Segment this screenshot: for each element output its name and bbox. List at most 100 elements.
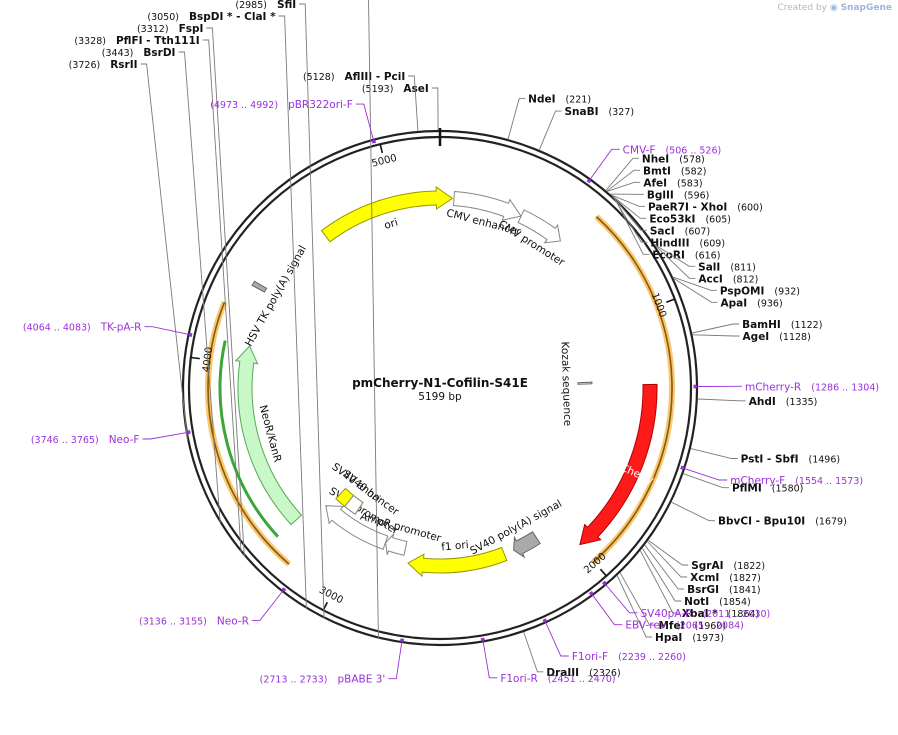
- primer-leader: [588, 148, 620, 182]
- site-bglii: BglII(596): [647, 189, 709, 201]
- site-name: FspI: [179, 23, 204, 35]
- primer-name: Neo-F: [109, 434, 140, 446]
- site-name: BamHI: [742, 319, 781, 331]
- site-leader-acci: [654, 244, 696, 279]
- tick-mark: [379, 144, 384, 154]
- primer-leader: [388, 640, 403, 680]
- site-leader-bspdi-clai: [278, 15, 307, 609]
- site-name: PstI - SbfI: [741, 453, 799, 465]
- site-name: SalI: [698, 261, 720, 273]
- site-afei: AfeI (583): [643, 177, 702, 189]
- site-hindiii: HindIII (609): [650, 237, 725, 249]
- snapgene-logo-icon: ◉: [829, 3, 838, 13]
- site-name: XbaI *: [682, 608, 718, 620]
- primer-mark: [480, 637, 485, 642]
- site-name: BmtI: [643, 165, 671, 177]
- site-position: (609): [700, 238, 726, 249]
- site-position: (327): [609, 107, 635, 118]
- site-xbai: XbaI *(1864): [682, 608, 759, 620]
- site-position: (1960): [695, 621, 727, 632]
- tick-label: 1000: [649, 291, 668, 319]
- site-name: HindIII: [650, 237, 689, 249]
- primer-position: (2239 .. 2260): [618, 652, 686, 663]
- snapgene-credit: Created by ◉ SnapGene: [777, 3, 892, 13]
- site-leader-pflmi: [683, 473, 729, 489]
- site-position: (1496): [809, 454, 841, 465]
- primer-name: pBR322ori-F: [288, 99, 353, 111]
- feature-sv40-poly-a-signal: [513, 531, 541, 559]
- feature-ori: [320, 186, 454, 243]
- site-position: (1580): [772, 484, 804, 495]
- primer-position: (4064 .. 4083): [23, 323, 91, 334]
- site-leader-agei: [692, 334, 740, 337]
- primer-name: F1ori-R: [500, 673, 537, 685]
- primer-pbabe-3: pBABE 3'(2713 .. 2733): [260, 674, 386, 686]
- site-leader-ahdi: [697, 398, 746, 402]
- site-position: (616): [695, 250, 721, 261]
- feature-f1-ori: [407, 546, 508, 578]
- site-pflfi-tth111i: PflFI - Tth111I(3328): [74, 35, 199, 47]
- site-position: (582): [681, 166, 707, 177]
- primer-leader: [603, 582, 638, 614]
- feature-label: f1 ori: [441, 539, 469, 554]
- primer-mcherry-r: mCherry-R(1286 .. 1304): [745, 381, 879, 393]
- site-position: (811): [730, 262, 756, 273]
- site-position: (812): [733, 274, 759, 285]
- feature-cmv-promoter: [517, 209, 561, 244]
- site-leader-saci: [612, 196, 647, 231]
- outer-feature-arcs: [205, 214, 675, 567]
- site-mfei: MfeI(1960): [658, 620, 726, 632]
- site-position: (5193): [362, 84, 394, 95]
- tick-mark: [666, 298, 675, 303]
- site-leader-hpai: [616, 575, 653, 638]
- site-sfii: SfiI(2985): [235, 0, 296, 11]
- primer-f1ori-f: F1ori-F (2239 .. 2260): [572, 651, 686, 663]
- site-name: EcoRI: [652, 249, 685, 261]
- feature-sv40-promoter: [325, 505, 389, 550]
- site-position: (3443): [102, 48, 134, 59]
- feature-kozak-sequence: [577, 381, 593, 385]
- plasmid-length: 5199 bp: [418, 391, 462, 403]
- site-name: AfeI: [643, 177, 667, 189]
- primer-ebv-rev: EBV-rev (2065 .. 2084): [625, 620, 744, 632]
- primer-name: F1ori-F: [572, 651, 608, 663]
- feature-label: HSV TK poly(A) signal: [243, 244, 309, 349]
- site-leader-bmti: [606, 169, 640, 192]
- site-leader-bsrdi: [178, 51, 221, 524]
- primer-name: EBV-rev: [625, 620, 666, 632]
- primer-name: CMV-F: [623, 144, 656, 156]
- site-leader-snabi: [538, 110, 562, 151]
- site-name: BspDI * - ClaI *: [189, 11, 276, 23]
- primer-position: (1286 .. 1304): [811, 382, 879, 393]
- site-bbvci-bpu10i: BbvCI - Bpu10I(1679): [718, 516, 847, 528]
- primer-leader: [544, 620, 569, 657]
- site-draiii: DraIII(2326): [546, 667, 620, 679]
- site-position: (583): [677, 178, 703, 189]
- site-name: BsrGI: [687, 584, 719, 596]
- site-name: DraIII: [546, 667, 579, 679]
- site-position: (1335): [786, 397, 818, 408]
- site-position: (3050): [147, 12, 179, 23]
- primer-position: (2065 .. 2084): [676, 621, 744, 632]
- site-position: (3726): [69, 60, 101, 71]
- site-leader-sgrai: [648, 539, 689, 566]
- primer-tk-pa-r: TK-pA-R(4064 .. 4083): [23, 322, 142, 334]
- site-leader-draiii: [523, 631, 544, 673]
- outer-arc-line: [207, 301, 290, 565]
- site-position: (936): [757, 298, 783, 309]
- primer-name: pBABE 3': [337, 674, 385, 686]
- site-position: (578): [679, 154, 705, 165]
- site-name: PflMI: [732, 483, 762, 495]
- feature-label: ori: [383, 216, 400, 231]
- site-asei: AseI(5193): [362, 83, 429, 95]
- site-rsrii: RsrII (3726): [69, 59, 138, 71]
- site-leader-asei: [431, 87, 439, 131]
- primer-mark: [400, 638, 405, 642]
- site-name: RsrII: [110, 59, 137, 71]
- site-name: AgeI: [743, 331, 770, 343]
- site-name: PflFI - Tth111I: [116, 35, 200, 47]
- primer-name: Neo-R: [217, 615, 249, 627]
- site-leader-apai: [673, 277, 718, 303]
- site-leader-bsrgi: [644, 544, 685, 590]
